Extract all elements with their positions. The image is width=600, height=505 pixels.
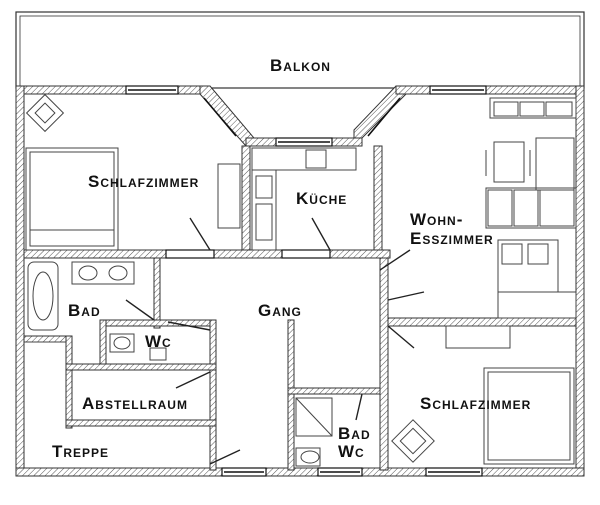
armchair-1 xyxy=(25,93,65,133)
toilet-2 xyxy=(295,447,321,467)
wardrobe-2 xyxy=(445,325,511,349)
room-label-esszimmer: Esszimmer xyxy=(410,229,494,248)
bathtub xyxy=(27,261,59,331)
bed-2 xyxy=(483,367,575,465)
doors xyxy=(125,217,425,465)
windows xyxy=(125,85,487,477)
sofa xyxy=(485,97,577,229)
wardrobe-1 xyxy=(217,163,241,229)
room-label-wc: Wc xyxy=(145,332,172,351)
window-panes xyxy=(128,89,484,473)
room-label-bad-2: Bad xyxy=(338,424,371,443)
balcony-inner xyxy=(19,15,581,89)
room-label-wc-2: Wc xyxy=(338,442,365,461)
bed-1 xyxy=(25,147,119,251)
room-label-balkon: Balkon xyxy=(270,56,331,75)
room-label-bad: Bad xyxy=(68,301,101,320)
tv-unit xyxy=(497,239,577,319)
room-label-wohn: Wohn- xyxy=(410,210,464,229)
room-label-treppe: Treppe xyxy=(52,442,110,461)
wc-toilet xyxy=(109,333,167,361)
room-label-gang: Gang xyxy=(258,301,302,320)
armchair-2 xyxy=(391,419,435,463)
dining-table xyxy=(485,141,531,183)
balcony-outline xyxy=(15,11,585,89)
room-label-schlafzimmer-1: Schlafzimmer xyxy=(88,172,200,191)
room-label-kueche: Küche xyxy=(296,189,348,208)
kitchen-counter xyxy=(251,147,357,251)
shower-2 xyxy=(295,397,333,437)
room-label-abstellraum: Abstellraum xyxy=(82,394,188,413)
sinks xyxy=(71,261,135,285)
room-label-schlafzimmer-2: Schlafzimmer xyxy=(420,394,532,413)
